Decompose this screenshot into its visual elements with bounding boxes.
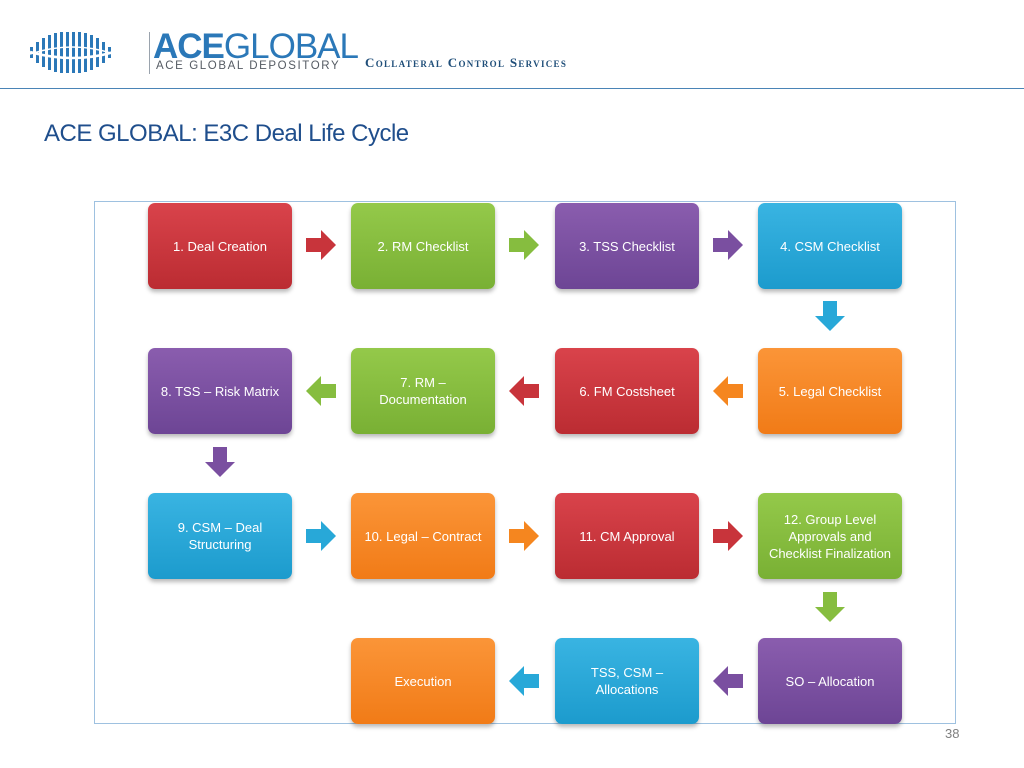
header-divider — [0, 88, 1024, 89]
step-label: SO – Allocation — [785, 673, 875, 689]
step-label: 3. TSS Checklist — [579, 238, 675, 254]
step-box-9: 9. CSM – Deal Structuring — [148, 493, 292, 579]
step-box-8: 8. TSS – Risk Matrix — [148, 348, 292, 434]
step-box-7: 7. RM – Documentation — [351, 348, 495, 434]
step-box-2: 2. RM Checklist — [351, 203, 495, 289]
step-label: 12. Group Level Approvals and Checklist … — [768, 511, 892, 561]
step-label: 5. Legal Checklist — [778, 383, 882, 399]
step-box-4: 4. CSM Checklist — [758, 203, 902, 289]
arrow-down-icon — [815, 592, 845, 622]
arrow-left-icon — [306, 376, 336, 406]
step-label: Execution — [394, 673, 452, 689]
header-tagline: Collateral Control Services — [365, 55, 568, 70]
diagram-frame — [94, 201, 956, 724]
step-box-1: 1. Deal Creation — [148, 203, 292, 289]
step-box-12: 12. Group Level Approvals and Checklist … — [758, 493, 902, 579]
step-box-5: 5. Legal Checklist — [758, 348, 902, 434]
arrow-left-icon — [713, 376, 743, 406]
step-label: 11. CM Approval — [579, 528, 675, 544]
step-label: 7. RM – Documentation — [379, 375, 467, 407]
logo-secondary-text: GLOBAL — [223, 27, 359, 66]
arrow-right-icon — [713, 230, 743, 260]
arrow-left-icon — [713, 666, 743, 696]
step-label: 4. CSM Checklist — [780, 238, 880, 254]
logo-divider — [149, 32, 150, 74]
step-label: 8. TSS – Risk Matrix — [160, 383, 280, 399]
slide-header: ACEGLOBAL ACE GLOBAL DEPOSITORY Collater… — [0, 0, 1024, 90]
arrow-down-icon — [205, 447, 235, 477]
step-label: 6. FM Costsheet — [579, 383, 675, 399]
step-label: TSS, CSM – Allocations — [590, 665, 664, 697]
step-label: 1. Deal Creation — [173, 238, 267, 254]
step-box-3: 3. TSS Checklist — [555, 203, 699, 289]
step-box-10: 10. Legal – Contract — [351, 493, 495, 579]
step-label: 9. CSM – Deal Structuring — [177, 520, 263, 552]
slide-title: ACE GLOBAL: E3C Deal Life Cycle — [44, 120, 409, 147]
arrow-left-icon — [509, 666, 539, 696]
page-number: 38 — [945, 726, 960, 741]
logo-wordmark: ACEGLOBAL — [153, 27, 359, 66]
step-box-11: 11. CM Approval — [555, 493, 699, 579]
arrow-right-icon — [509, 521, 539, 551]
logo-subtitle: ACE GLOBAL DEPOSITORY — [156, 60, 341, 72]
logo-primary-text: ACE — [153, 27, 225, 66]
arrow-right-icon — [713, 521, 743, 551]
arrow-right-icon — [509, 230, 539, 260]
step-box-tss-csm-allocations: TSS, CSM – Allocations — [555, 638, 699, 724]
step-box-6: 6. FM Costsheet — [555, 348, 699, 434]
arrow-right-icon — [306, 230, 336, 260]
step-box-so-allocation: SO – Allocation — [758, 638, 902, 724]
arrow-down-icon — [815, 301, 845, 331]
step-label: 2. RM Checklist — [377, 238, 469, 254]
step-box-execution: Execution — [351, 638, 495, 724]
arrow-left-icon — [509, 376, 539, 406]
step-label: 10. Legal – Contract — [364, 528, 482, 544]
ace-global-logo: ACEGLOBAL ACE GLOBAL DEPOSITORY — [28, 28, 359, 75]
globe-stripes-icon — [29, 32, 115, 73]
arrow-right-icon — [306, 521, 336, 551]
